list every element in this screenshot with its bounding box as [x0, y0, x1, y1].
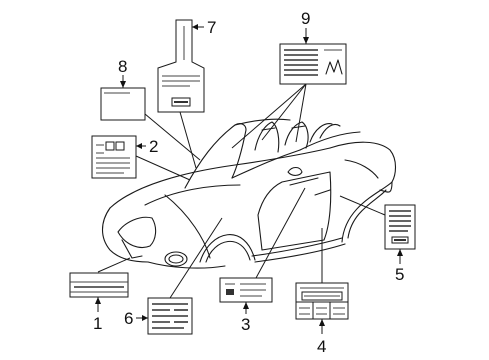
callout-1: 1 — [93, 314, 102, 333]
label-7-tag — [157, 19, 205, 113]
callout-4: 4 — [317, 337, 326, 356]
callout-6: 6 — [124, 309, 133, 328]
arrowheads — [95, 24, 403, 326]
label-1-strip — [69, 272, 129, 298]
callout-numbers: 1 2 3 4 5 6 7 8 9 — [93, 9, 404, 356]
callout-2: 2 — [149, 137, 158, 156]
callout-8: 8 — [118, 57, 127, 76]
label-8 — [100, 87, 146, 121]
callout-9: 9 — [301, 9, 310, 28]
label-3 — [219, 277, 273, 303]
callout-5: 5 — [395, 265, 404, 284]
label-6 — [147, 297, 193, 335]
callout-3: 3 — [241, 315, 250, 334]
roadster-car-illustration — [101, 118, 397, 269]
callout-7: 7 — [207, 18, 216, 37]
label-5 — [384, 204, 416, 250]
label-4 — [295, 282, 349, 320]
label-2 — [91, 135, 137, 179]
label-9 — [279, 43, 347, 85]
